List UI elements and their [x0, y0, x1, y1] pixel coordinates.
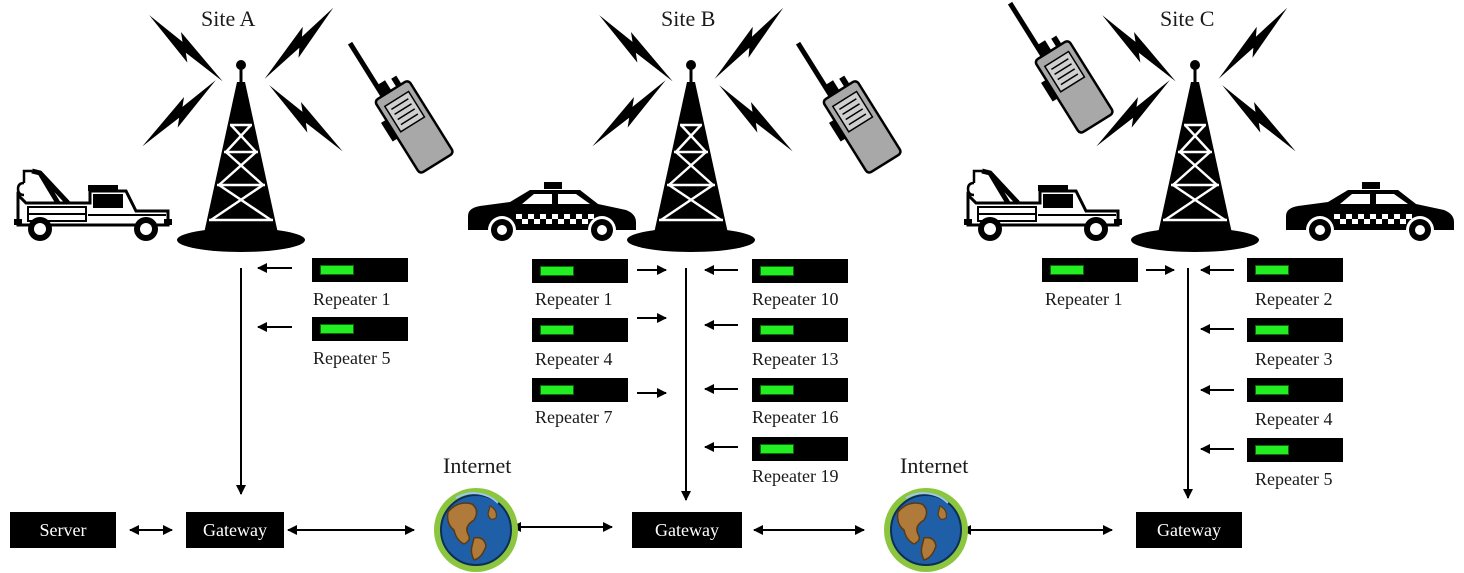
radio-tower-icon — [625, 58, 757, 254]
connectors — [129, 263, 1234, 535]
taxi-icon — [1286, 182, 1454, 244]
repeater-label: Repeater 4 — [535, 349, 613, 369]
repeater-led — [320, 324, 354, 334]
repeater-device — [532, 259, 628, 283]
repeater-label: Repeater 1 — [535, 289, 613, 309]
repeater-device — [1247, 378, 1343, 402]
repeater-led — [540, 325, 574, 335]
handheld-radio-icon — [996, 0, 1113, 137]
site-b — [468, 7, 902, 254]
internet-label-2: Internet — [900, 453, 969, 478]
repeater-led — [760, 325, 794, 335]
lightning-signal-icon — [1205, 7, 1301, 79]
handheld-radio-icon — [784, 27, 901, 177]
repeater-device — [312, 317, 408, 341]
repeater-label: Repeater 16 — [752, 407, 839, 427]
repeater-label: Repeater 2 — [1255, 289, 1333, 309]
repeater-label: Repeater 13 — [752, 349, 839, 369]
taxi-icon — [468, 182, 636, 244]
site-c-title: Site C — [1160, 6, 1215, 31]
repeater-device — [752, 259, 848, 283]
tow-truck-icon — [14, 171, 172, 241]
radio-tower-icon — [175, 58, 307, 254]
site-a-title: Site A — [201, 6, 256, 31]
repeater-label: Repeater 5 — [1255, 469, 1333, 489]
gateway-c-box: Gateway — [1136, 512, 1242, 548]
repeater-device — [752, 437, 848, 461]
server-box: Server — [10, 512, 116, 548]
lightning-signal-icon — [251, 7, 347, 79]
repeater-led — [760, 444, 794, 454]
repeater-label: Repeater 19 — [752, 466, 839, 486]
repeater-led — [1255, 445, 1289, 455]
repeater-label: Repeater 5 — [313, 348, 391, 368]
repeater-led — [320, 265, 354, 275]
repeater-label: Repeater 1 — [1045, 289, 1123, 309]
repeater-label: Repeater 10 — [752, 289, 839, 309]
site-c — [964, 0, 1454, 254]
repeater-device — [1247, 258, 1343, 282]
radio-tower-icon — [1129, 58, 1261, 254]
repeater-led — [540, 385, 574, 395]
repeater-device — [752, 378, 848, 402]
lightning-signal-icon — [1210, 85, 1307, 152]
repeater-led — [540, 266, 574, 276]
repeater-device — [532, 318, 628, 342]
site-a — [14, 7, 454, 254]
lightning-signal-icon — [707, 85, 804, 152]
site-b-title: Site B — [661, 6, 716, 31]
gateway-b-box: Gateway — [632, 512, 742, 548]
repeater-label: Repeater 7 — [535, 407, 613, 427]
globe-icon — [883, 487, 969, 573]
repeater-led — [1255, 385, 1289, 395]
repeater-device — [1247, 318, 1343, 342]
repeater-led — [760, 385, 794, 395]
handheld-radio-icon — [336, 27, 453, 177]
repeater-led — [760, 266, 794, 276]
repeater-led — [1050, 265, 1084, 275]
repeater-label: Repeater 4 — [1255, 409, 1333, 429]
lightning-signal-icon — [701, 7, 797, 79]
tow-truck-icon — [964, 171, 1122, 241]
repeater-device — [1042, 258, 1138, 282]
repeater-device — [1247, 438, 1343, 462]
gateway-a-box: Gateway — [186, 512, 284, 548]
repeater-device — [532, 378, 628, 402]
repeater-device — [312, 258, 408, 282]
repeater-led — [1255, 265, 1289, 275]
repeater-label: Repeater 1 — [313, 289, 391, 309]
repeater-label: Repeater 3 — [1255, 349, 1333, 369]
lightning-signal-icon — [257, 85, 354, 152]
repeater-led — [1255, 325, 1289, 335]
lightning-signal-icon — [131, 80, 228, 147]
lightning-signal-icon — [581, 80, 678, 147]
internet-label-1: Internet — [443, 453, 512, 478]
globe-icon — [433, 487, 519, 573]
repeater-device — [752, 318, 848, 342]
